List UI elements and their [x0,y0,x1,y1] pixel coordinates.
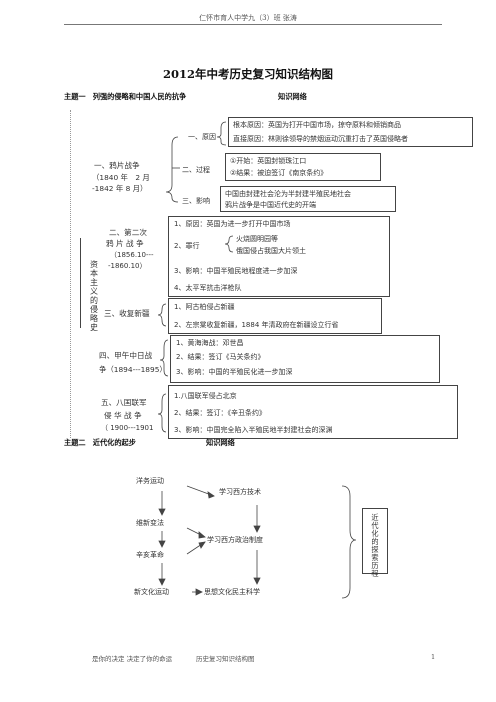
topic1-heading: 主题一 列强的侵略和中国人民的抗争 [64,92,187,101]
war2-name: 二、第二次 [109,228,147,237]
topic2-node-yangwu: 洋务运动 [136,477,164,485]
war4-item-3: 3、影响：中国的半殖民化进一步加深 [176,368,293,376]
war2-box [168,216,390,297]
war2-date-1: （1856.10--- [110,251,154,259]
war1-cause-box [228,117,473,147]
war2-item-3: 3、影响：中国半殖民地程度进一步加深 [174,267,298,275]
war1-name: 一、鸦片战争 [94,161,140,170]
war1-process-2: ②结果：被迫签订《南京条约》 [230,169,328,177]
page-title: 2012年中考历史复习知识结构图 [162,67,333,81]
war5-name: 五、八国联军 [101,398,147,407]
topic2-node-xinhai: 辛亥革命 [136,551,164,559]
war1-date-1: （1840 年 2 月 [92,173,150,182]
war4-name: 四、甲午中日战 [99,351,153,360]
footer-page-number: 1 [431,653,436,661]
topic2-heading: 主题二 近代化的起步 [64,438,136,447]
war3-item-2: 2、左宗棠收复新疆，1884 年清政府在新疆设立行省 [174,321,339,329]
war2-crime-2: 俄国侵占我国大片领土 [236,247,306,255]
war3-box [168,298,382,334]
war1-date-2: -1842 年 8 月） [92,184,148,193]
topic2-side-label: 近代化的探索历程 [371,513,379,578]
war2-item-4: 4、太平军抗击洋枪队 [174,284,242,292]
topic2-side-box [362,508,388,574]
war2-date-2: -1860.10） [108,262,147,270]
war2-item-2: 2、罪行 [174,242,200,250]
war1-process-box [225,153,381,181]
topic2-node-politics: 学习西方政治制度 [207,536,263,544]
war4-item-1: 1、黄海海战：邓世昌 [176,339,244,347]
war3-item-1: 1、阿古柏侵占新疆 [174,303,235,311]
war4-box [170,335,440,383]
war1-impact-box [220,186,396,212]
topic2-node-weixin: 维新变法 [136,519,164,527]
war2-name-2: 鸦 片 战 争 [106,239,144,248]
footer-motto: 是你的决定 决定了你的命运 [92,655,173,663]
war2-item-1: 1、原因：英国为进一步打开中国市场 [174,220,291,228]
map-left-border [70,110,71,438]
war4-name-2: 争（1894---1895） [99,365,167,374]
topic1-side-label: 资本主义的侵略史 [90,260,98,332]
footer-doc-name: 历史复习知识结构图 [196,655,255,663]
side-bracket [80,238,86,328]
topic2-tag: 知识网络 [206,438,235,447]
page-header: 仁怀市育人中学九（3）班 张涛 [199,14,297,22]
war5-item-3: 3、影响：中国完全陷入半殖民地半封建社会的深渊 [174,426,333,434]
war1-impact-1: 中国由封建社会沦为半封建半殖民地社会 [225,190,351,198]
war1-branch-process: 二、过程 [182,166,210,174]
war5-item-2: 2、结果：签订：《辛丑条约》 [174,409,266,417]
war1-impact-2: 鸦片战争是中国近代史的开端 [225,201,316,209]
war1-branch-impact: 三、影响 [182,197,210,205]
header-divider [64,24,442,25]
topic2-node-xinwenhua: 新文化运动 [134,588,169,596]
war2-crime-1: 火烧圆明园等 [236,235,278,243]
topic1-tag: 知识网络 [278,92,307,101]
war5-box [168,385,458,439]
topic2-node-tech: 学习西方技术 [219,488,261,496]
war1-branch-cause: 一、原因 [188,133,216,141]
topic2-node-culture: 思想文化民主科学 [204,588,260,596]
war1-cause-2: 直接原因：林则徐领导的禁烟运动沉重打击了英国侵略者 [233,135,408,143]
war4-item-2: 2、结果：签订《马关条约》 [176,353,265,361]
war5-name-2: 侵 华 战 争 [104,411,142,420]
war1-process-1: ①开始：英国封锁珠江口 [230,157,307,165]
war1-cause-1: 根本原因：英国为打开中国市场，掠夺原料和倾销商品 [233,121,401,129]
war5-name-3: （ 1900---1901 [101,424,154,432]
war3-name: 三、收复新疆 [104,309,150,318]
war5-item-1: 1.八国联军侵占北京 [174,392,237,400]
